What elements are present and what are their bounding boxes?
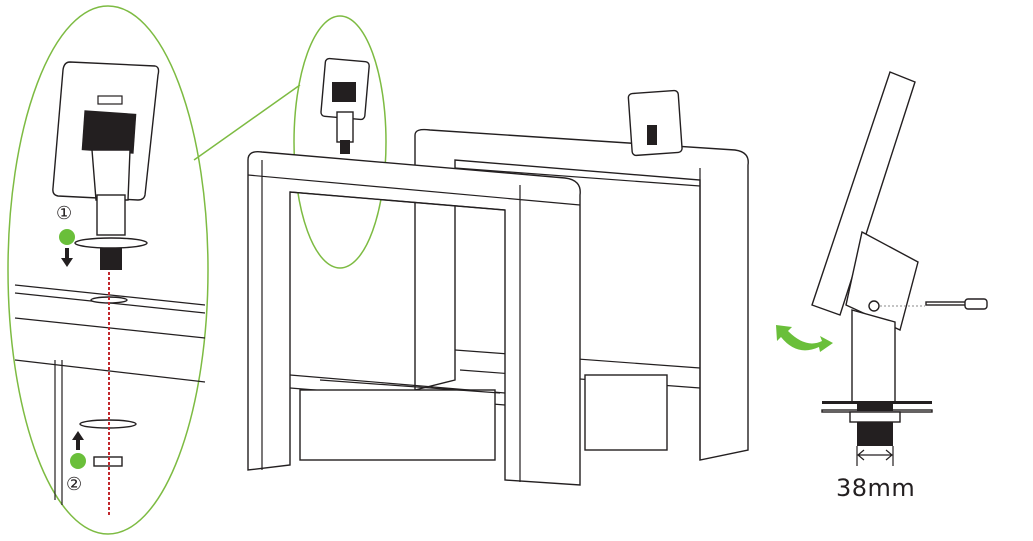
step-1-label: ① (56, 203, 73, 224)
gate-back (414, 89, 749, 461)
gate-front (247, 57, 581, 486)
thread-diameter-label: 38mm (836, 474, 916, 502)
step-2-label: ② (66, 474, 83, 495)
detail-terminal (14, 61, 206, 515)
side-view-terminal (776, 71, 988, 466)
rotate-arrow-icon (776, 325, 833, 352)
detail-callout (7, 5, 387, 535)
